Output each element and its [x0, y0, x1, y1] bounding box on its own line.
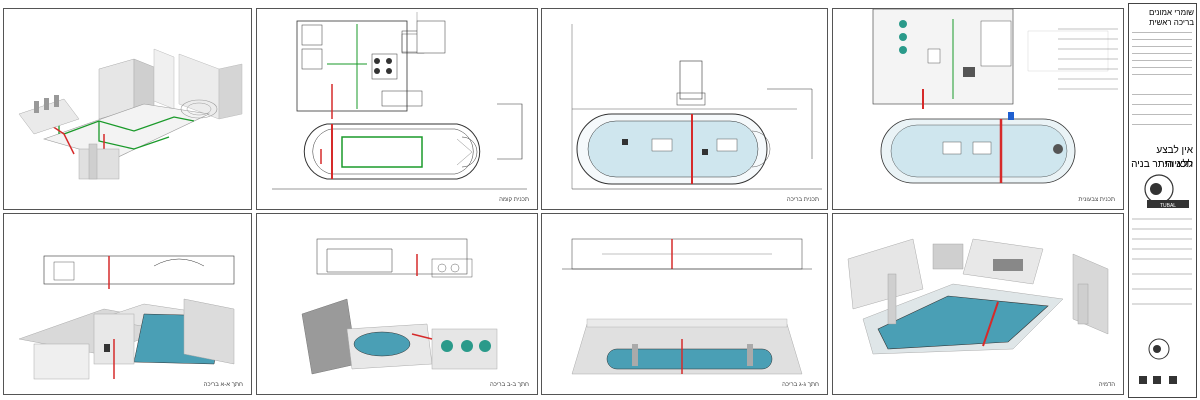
section-c-drawing [562, 238, 812, 375]
company-name: TUBAL ENGINEERING [1150, 203, 1186, 215]
title-block: שומרי אמונים בריכה ראשית אין לבצע תכניות… [1128, 3, 1197, 398]
warning-line2: ללא היתר בניה [1131, 159, 1193, 170]
warning-line1: אין לבצע תכניות [1156, 145, 1193, 170]
render-3d-drawing [847, 238, 1109, 355]
plan-pool-drawing [571, 24, 822, 190]
panel-section-a: חתך א-א בריכה [3, 213, 252, 395]
panel-caption: הדמיה [1098, 382, 1115, 388]
panel-caption: חתך ג-ג בריכה [782, 382, 819, 388]
panel-section-c: חתך ג-ג בריכה [541, 213, 828, 395]
project-name-line2: בריכה ראשית [1149, 18, 1194, 27]
panel-render-3d: הדמיה [832, 213, 1124, 395]
project-name-line1: שומרי אמונים [1148, 8, 1194, 17]
section-a-drawing [18, 255, 235, 380]
plan-lower-drawing [272, 12, 527, 190]
divider [1132, 67, 1192, 68]
divider [1132, 124, 1192, 125]
divider [1132, 74, 1192, 75]
company-logo [1132, 174, 1192, 384]
divider [1132, 53, 1192, 54]
panel-caption: תכנית צבעונית [1078, 197, 1115, 203]
divider [1132, 39, 1192, 40]
panel-caption: תכנית קומה [499, 197, 529, 203]
section-b-drawing [301, 238, 498, 375]
panel-caption: חתך א-א בריכה [203, 382, 243, 388]
plan-color-drawing [872, 9, 1118, 184]
panel-caption: חתך ב-ב בריכה [490, 382, 529, 388]
divider [1132, 46, 1192, 47]
divider [1132, 60, 1192, 61]
divider [1132, 94, 1192, 95]
panel-caption: תכנית בריכה [786, 197, 819, 203]
panel-section-b: חתך ב-ב בריכה [256, 213, 538, 395]
panel-iso-3d-top [3, 8, 252, 210]
panel-plan-color: תכנית צבעונית [832, 8, 1124, 210]
iso-3d-drawing [18, 48, 243, 180]
divider [1132, 104, 1192, 105]
divider [1132, 114, 1192, 115]
divider [1132, 32, 1192, 33]
panel-plan-lower: תכנית קומה [256, 8, 538, 210]
panel-plan-pool: תכנית בריכה [541, 8, 828, 210]
